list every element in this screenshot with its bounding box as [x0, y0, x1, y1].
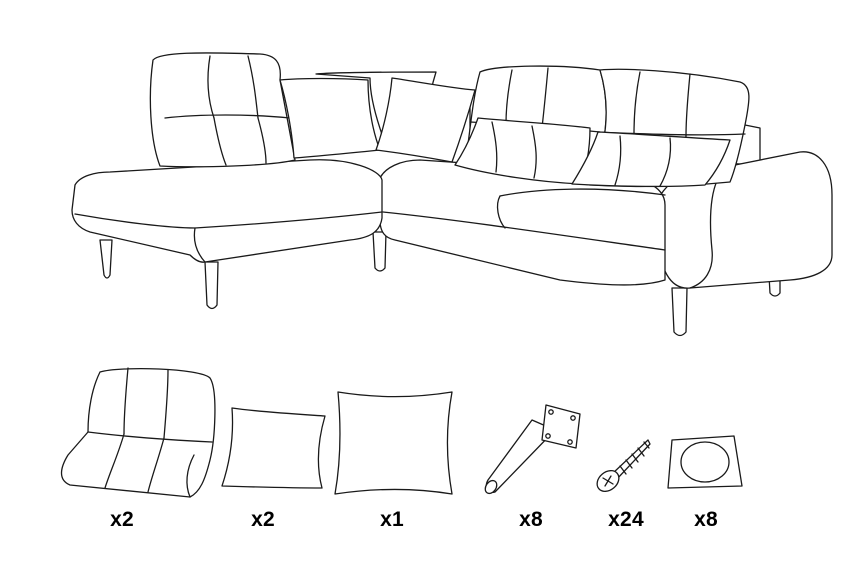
part-backrest-cushion-drawing: [60, 367, 216, 498]
quantity-sofa-leg: x8: [519, 508, 543, 531]
front-pillow-right: [571, 131, 731, 188]
corner-sofa-drawing: [71, 52, 833, 337]
part-felt-pad-drawing: [667, 435, 743, 489]
part-large-pillow-drawing: [334, 391, 453, 495]
corner-pillow-right: [375, 77, 476, 163]
chaise-backrest-cushion: [149, 52, 296, 168]
quantity-small-pillow: x2: [251, 508, 275, 531]
part-sofa-leg-drawing: [484, 404, 581, 495]
quantity-backrest-cushion: x2: [110, 508, 134, 531]
quantity-large-pillow: x1: [380, 508, 404, 531]
part-small-pillow-drawing: [221, 407, 326, 489]
sofa-chaise-section: [71, 159, 383, 263]
quantity-screw: x24: [608, 508, 644, 531]
sofa-long-section: [379, 159, 666, 286]
corner-pillow-left: [279, 77, 381, 159]
part-screw-drawing: [596, 439, 651, 492]
quantity-felt-pad: x8: [694, 508, 718, 531]
